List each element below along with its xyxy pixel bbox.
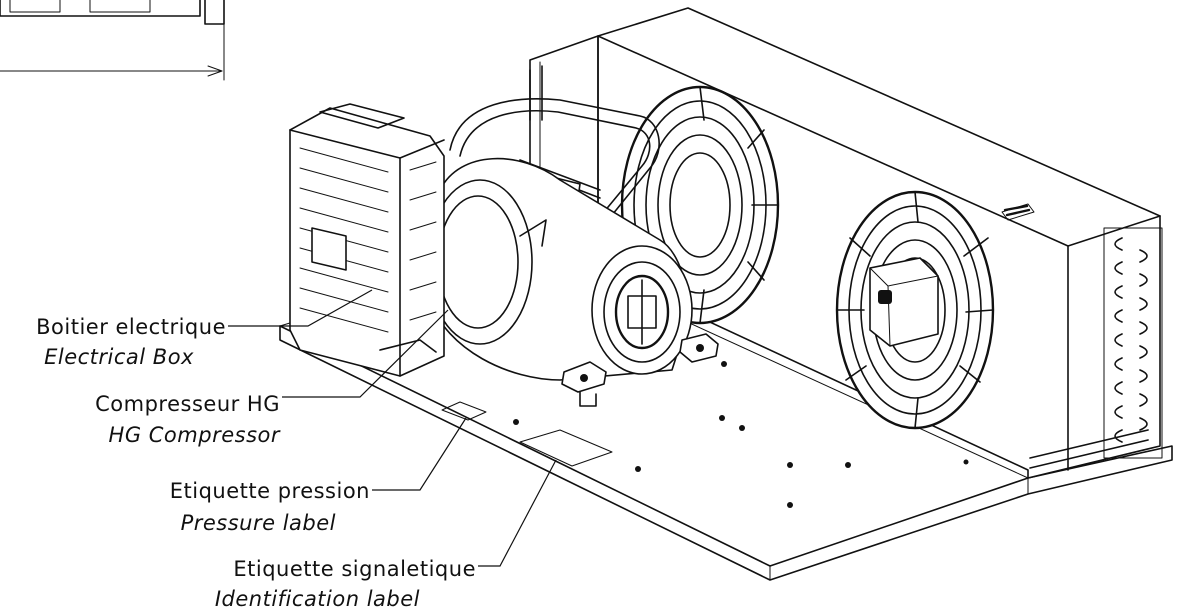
identification-label-label-en: Identification label [215,587,420,610]
compressor-label-fr: Compresseur HG [95,392,280,416]
electrical-box [289,103,445,377]
pressure-label-label-en: Pressure label [181,511,336,535]
leader-lines [228,289,557,567]
dimension-line [0,65,223,77]
condenser-coil [1029,227,1163,469]
electrical-box-label-fr: Boitier electrique [36,315,226,339]
electrical-box-label-en: Electrical Box [44,345,194,369]
pressure-label-label-fr: Etiquette pression [170,479,370,503]
identification-label-label-fr: Etiquette signaletique [233,557,476,581]
compressor-label-en: HG Compressor [109,423,281,447]
partial-top-view [0,0,225,81]
fan-right [835,190,995,430]
compressor [424,157,719,407]
